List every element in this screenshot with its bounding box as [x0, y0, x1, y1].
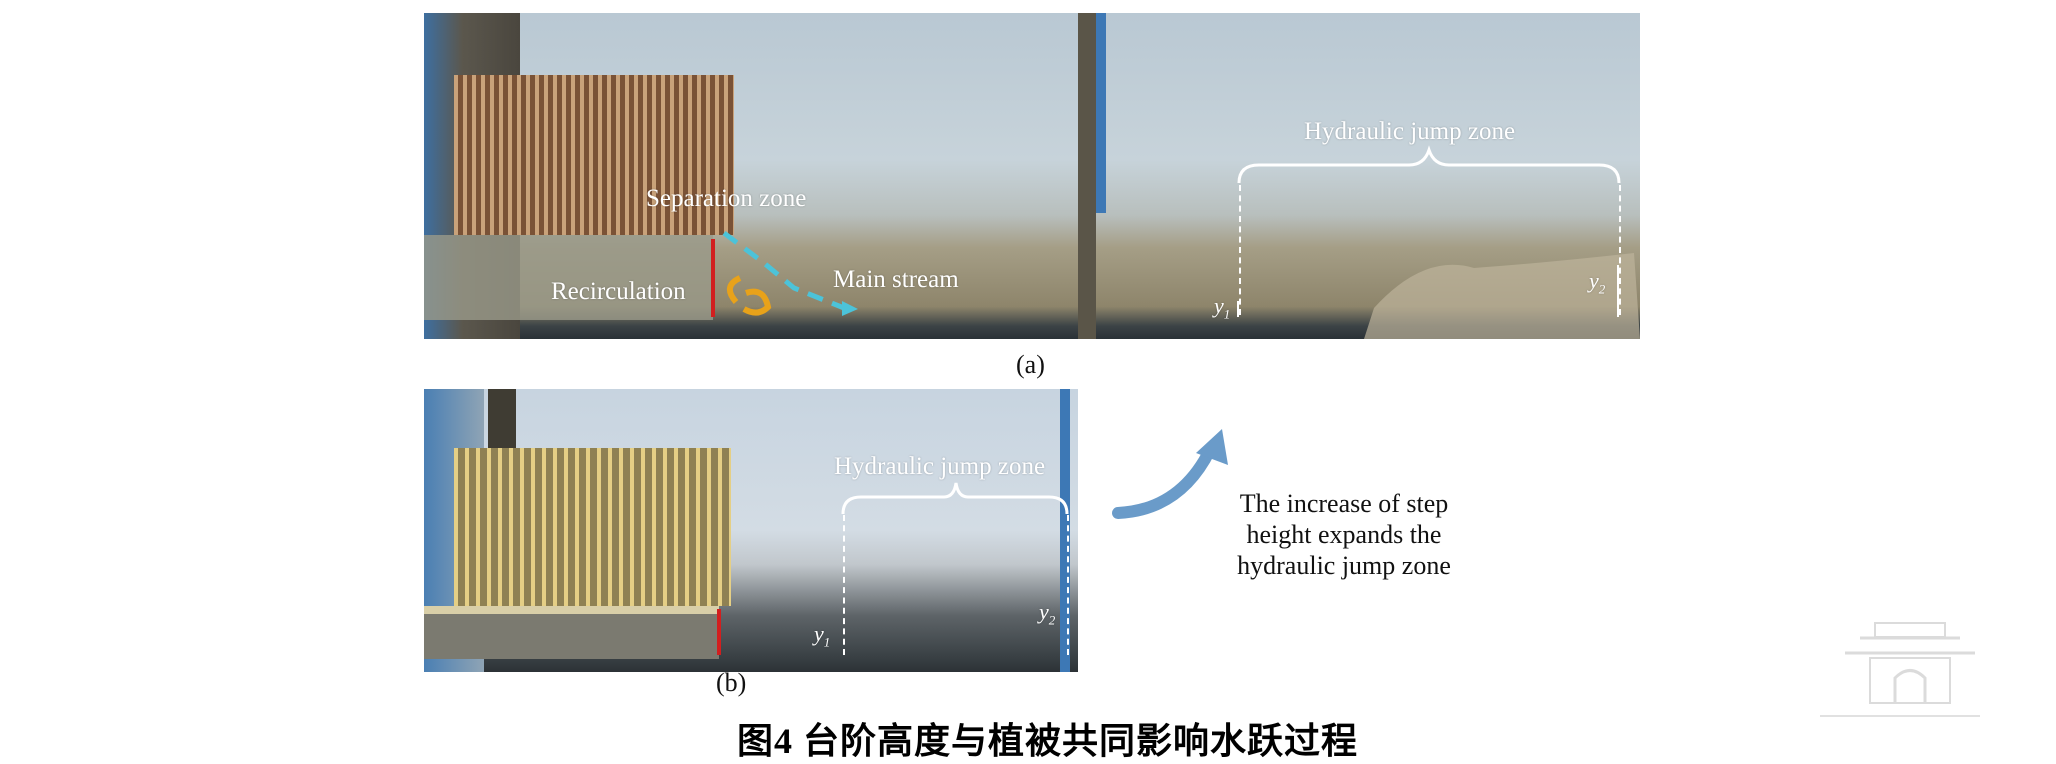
y2-label: y2: [1039, 599, 1055, 628]
jump-zone-brace: [1237, 145, 1621, 184]
y1-subscript: 1: [1223, 306, 1231, 322]
y1-arrow: [1237, 301, 1239, 317]
side-note: The increase of step height expands the …: [1214, 488, 1474, 581]
y2-label: y2: [1589, 268, 1605, 297]
figure-caption: 图4 台阶高度与植被共同影响水跃过程: [737, 721, 1359, 761]
photo-panel-b: Hydraulic jump zone y1 y2: [424, 389, 1078, 672]
recirculation-arrow: [727, 275, 772, 316]
separation-zone-label: Separation zone: [646, 185, 807, 212]
jump-zone-brace-svg: [841, 482, 1069, 515]
flume-divider: [1078, 13, 1096, 339]
y2-symbol: y: [1589, 268, 1599, 293]
y2-dashed-line: [1067, 515, 1069, 655]
y1-dashed-line: [1239, 185, 1241, 315]
step-platform: [424, 235, 713, 320]
hydraulic-jump-zone-label: Hydraulic jump zone: [1304, 118, 1516, 145]
building-logo-watermark: [1820, 622, 1980, 717]
hydraulic-jump-zone-label: Hydraulic jump zone: [834, 453, 1046, 480]
side-note-line: height expands the: [1246, 520, 1442, 549]
step-platform: [424, 606, 719, 614]
flow-arrows: [722, 145, 1640, 339]
step-base: [424, 614, 719, 659]
vegetation-stems: [454, 448, 731, 606]
y2-arrow: [1617, 265, 1619, 317]
y1-symbol: y: [814, 621, 824, 646]
vegetation-stems: [454, 75, 734, 235]
y1-subscript: 1: [823, 634, 831, 650]
y1-dashed-line: [843, 515, 845, 655]
panel-a-label: (a): [1016, 350, 1045, 379]
main-stream-arrow: [722, 231, 845, 311]
side-note-line: hydraulic jump zone: [1237, 551, 1451, 580]
recirculation-label: Recirculation: [551, 278, 686, 305]
y2-subscript: 2: [1048, 612, 1056, 628]
y2-subscript: 2: [1598, 281, 1606, 297]
jump-zone-brace: [841, 482, 1069, 515]
y2-dashed-line: [1619, 185, 1621, 315]
curved-arrow-icon: [1112, 429, 1228, 519]
panel-b-label: (b): [716, 668, 747, 697]
main-stream-arrowhead: [842, 301, 858, 316]
side-note-line: The increase of step: [1239, 489, 1449, 518]
step-height-marker: [717, 609, 721, 655]
flume-frame: [1096, 13, 1106, 213]
y2-symbol: y: [1039, 599, 1049, 624]
y1-label: y1: [1214, 293, 1230, 322]
step-height-marker: [711, 239, 715, 317]
y1-symbol: y: [1214, 293, 1224, 318]
flume-frame-right: [1060, 389, 1070, 672]
y1-label: y1: [814, 621, 830, 650]
photo-panel-a: Separation zone Recirculation Main strea…: [424, 13, 1640, 339]
main-stream-label: Main stream: [833, 266, 959, 293]
